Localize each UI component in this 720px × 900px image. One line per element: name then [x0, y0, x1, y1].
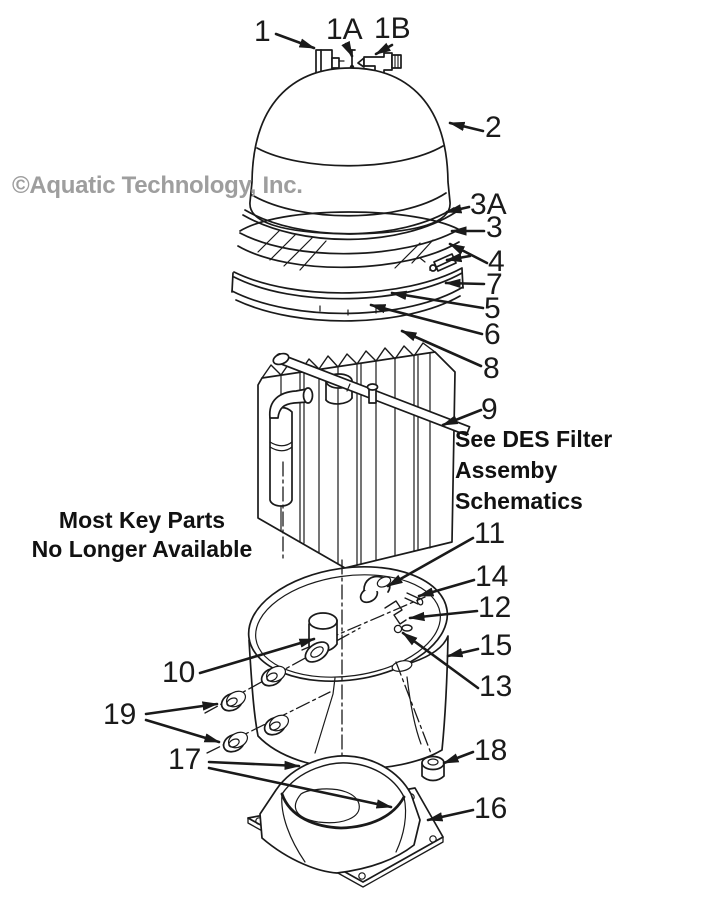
part-label-4: 4: [488, 245, 505, 278]
schematic-note-line1: See DES Filter Assemby: [455, 426, 613, 483]
availability-note-line2: No Longer Available: [31, 536, 253, 562]
arrow-19a: [144, 701, 219, 716]
internal-elbow: [304, 612, 338, 663]
arrow-1b: [374, 42, 394, 56]
arrow-19b: [144, 718, 221, 744]
copyright-watermark: ©Aquatic Technology, Inc.: [12, 172, 303, 199]
arrow-5: [390, 290, 485, 310]
part-label-9: 9: [481, 393, 498, 426]
part-label-19: 19: [103, 698, 137, 731]
arrow-8: [400, 329, 483, 368]
part-label-6: 6: [484, 318, 501, 351]
arrow-4b: [445, 252, 472, 263]
part-label-18: 18: [474, 734, 508, 767]
arrow-3a: [445, 204, 471, 214]
part-label-17: 17: [168, 743, 202, 776]
part-label-5: 5: [484, 292, 501, 325]
bracket: [384, 600, 413, 632]
arrow-14: [417, 578, 476, 598]
part-label-16: 16: [474, 792, 508, 825]
availability-note-line1: Most Key Parts: [58, 507, 226, 533]
plug-screw: [393, 624, 403, 634]
arrow-1: [274, 32, 316, 50]
part-label-10: 10: [162, 656, 196, 689]
arrow-13: [401, 631, 480, 690]
availability-note: Most Key Parts No Longer Available: [8, 506, 276, 564]
clamp-band: [231, 267, 464, 322]
part-label-15: 15: [479, 629, 513, 662]
part-label-1b: 1B: [374, 12, 411, 45]
arrow-2: [448, 121, 485, 133]
part-label-11: 11: [474, 517, 506, 550]
schematic-note: See DES Filter Assemby Schematics: [455, 424, 720, 517]
dome-lid: [249, 67, 451, 235]
part-label-3: 3: [486, 211, 503, 244]
arrow-6: [369, 303, 484, 336]
arrow-15: [446, 647, 480, 658]
schematic-note-line2: Schematics: [455, 488, 583, 514]
part-label-7: 7: [486, 268, 503, 301]
part-label-1a: 1A: [326, 13, 363, 46]
part-label-12: 12: [478, 591, 512, 624]
nipple-fitting: [404, 592, 424, 606]
arrow-17a: [207, 760, 301, 771]
grid-elbow-pipe: [269, 387, 314, 507]
filter-grid-assembly: [257, 342, 471, 569]
part-label-8: 8: [483, 352, 500, 385]
drain-plugs: [220, 665, 290, 753]
tank-body: [247, 565, 449, 770]
part-label-13: 13: [479, 670, 513, 703]
plug: [260, 665, 287, 687]
arrow-12: [408, 609, 479, 622]
part-label-14: 14: [475, 560, 509, 593]
cap-fitting: [421, 755, 445, 782]
plug: [220, 690, 247, 712]
callout-arrows: [144, 32, 489, 822]
wing-bolt: [366, 383, 379, 404]
arrow-16: [426, 808, 475, 822]
arrow-17b: [207, 766, 393, 809]
plug: [222, 731, 249, 753]
saddle-pedestal: [259, 755, 421, 874]
plug: [263, 714, 290, 736]
check-valve-fitting: [359, 575, 392, 604]
retainer-ring: [237, 211, 460, 271]
arrow-7: [444, 278, 486, 289]
arrow-9: [441, 408, 483, 427]
part-label-3a: 3A: [470, 188, 507, 221]
arrow-11: [386, 536, 475, 588]
arrow-1a: [341, 40, 354, 58]
part-label-1: 1: [254, 15, 271, 48]
arrow-18: [442, 750, 475, 765]
arrow-10: [198, 637, 316, 675]
part-label-2: 2: [485, 111, 502, 144]
arrow-4a: [448, 242, 489, 265]
